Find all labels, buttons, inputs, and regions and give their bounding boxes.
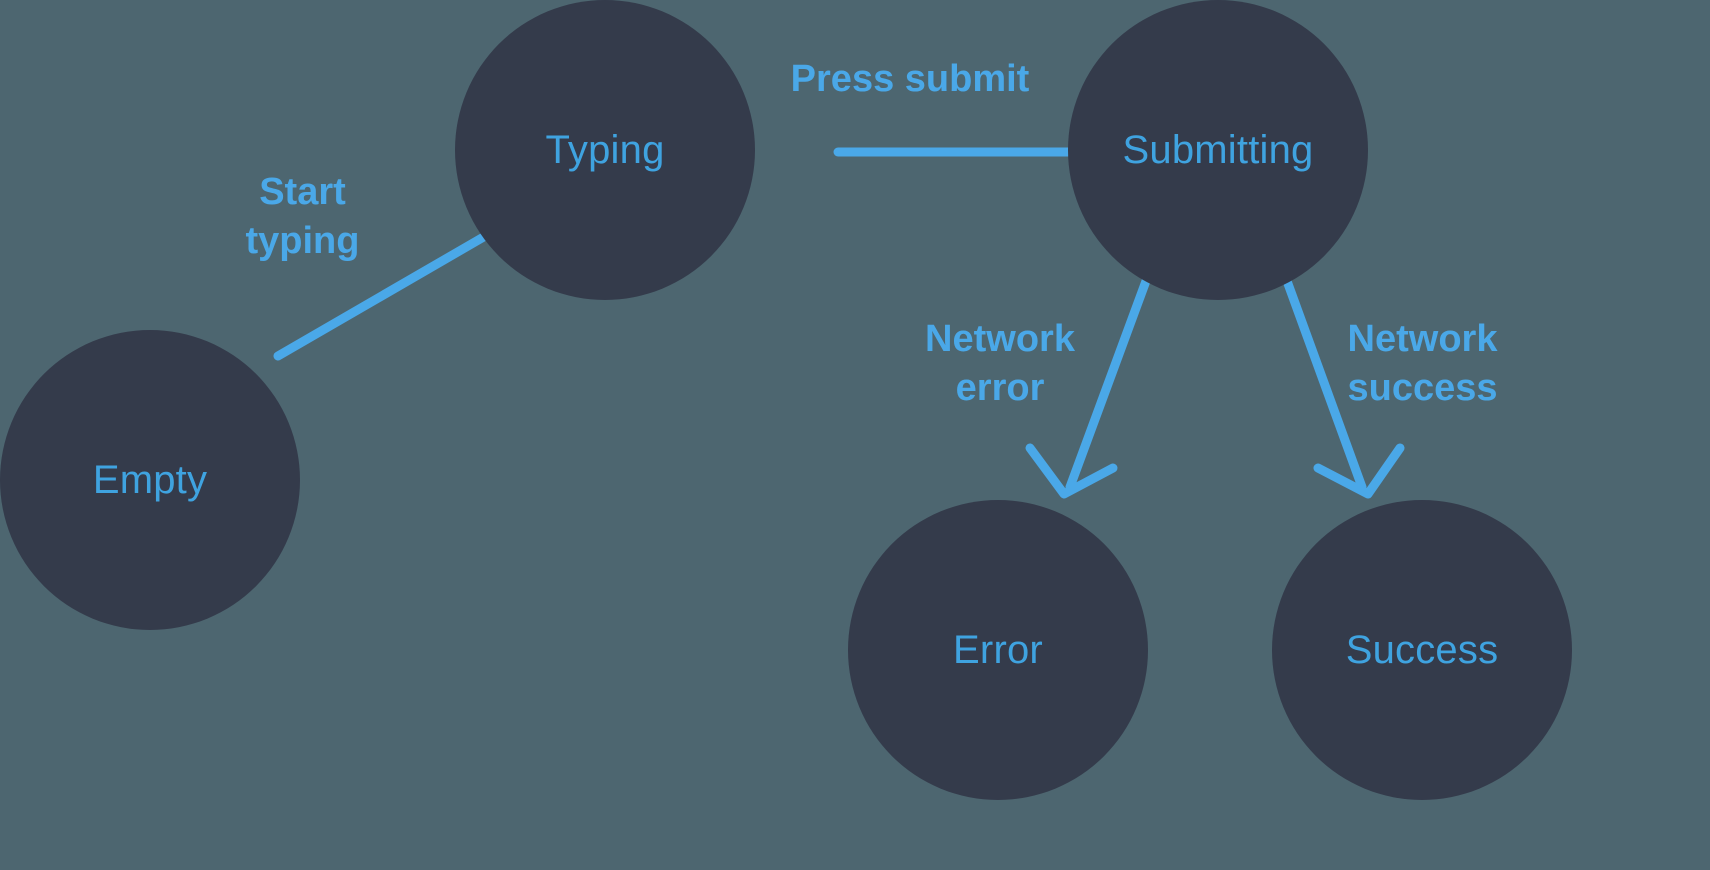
state-node-error[interactable]: Error bbox=[848, 500, 1148, 800]
arrowhead-network-error bbox=[1025, 443, 1118, 499]
state-node-error-label: Error bbox=[953, 627, 1043, 672]
edge-network-success bbox=[1282, 276, 1405, 499]
state-node-empty[interactable]: Empty bbox=[0, 330, 300, 630]
edge-label-start-typing: Start typing bbox=[245, 171, 360, 262]
arrowhead-network-success bbox=[1313, 443, 1405, 499]
edge-label-network-success: Network success bbox=[1347, 318, 1498, 409]
edge-label-network-error: Network error bbox=[925, 318, 1075, 409]
state-node-success[interactable]: Success bbox=[1272, 500, 1572, 800]
state-node-success-label: Success bbox=[1345, 627, 1499, 672]
state-node-empty-label: Empty bbox=[92, 457, 208, 502]
edge-label-press-submit: Press submit bbox=[790, 58, 1030, 100]
state-node-typing[interactable]: Typing bbox=[455, 0, 755, 300]
state-node-typing-label: Typing bbox=[545, 127, 665, 172]
state-node-submitting[interactable]: Submitting bbox=[1068, 0, 1368, 300]
state-node-submitting-label: Submitting bbox=[1122, 127, 1314, 172]
edge-network-error bbox=[1025, 276, 1151, 499]
